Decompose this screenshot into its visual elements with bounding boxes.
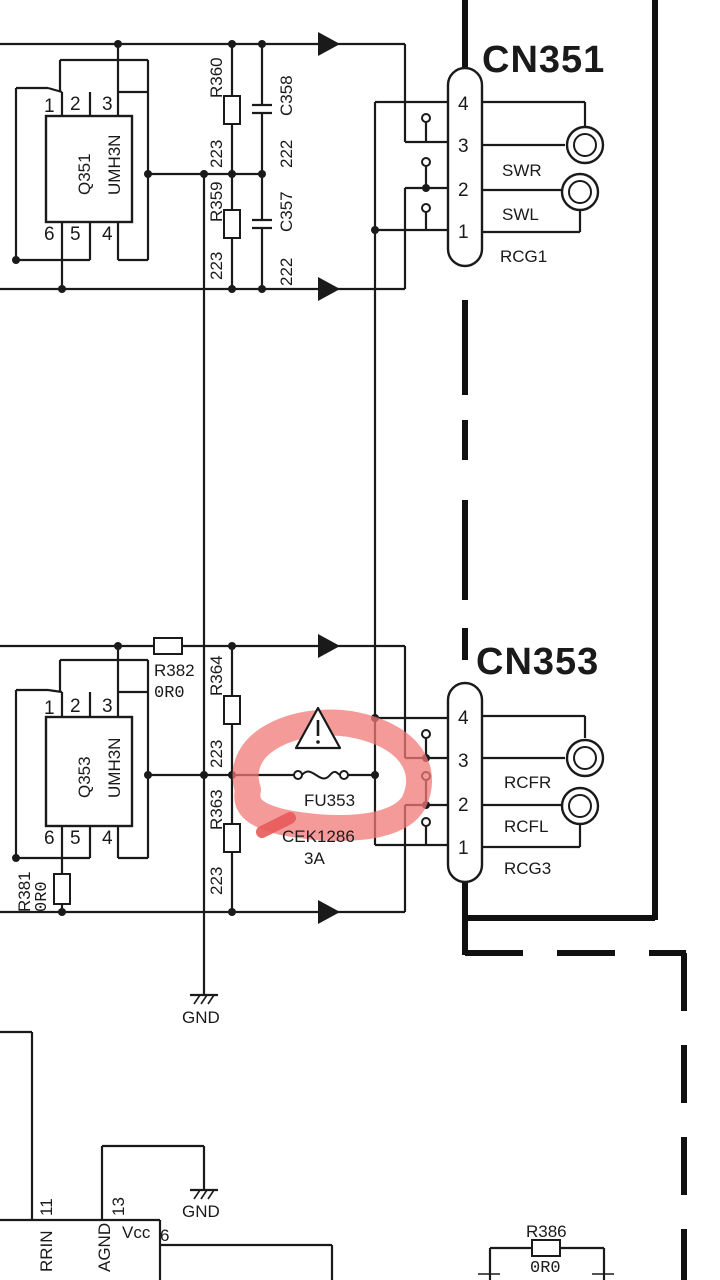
rca-jack-rcfr-icon <box>565 738 605 778</box>
q353-pin4: 4 <box>102 828 113 849</box>
cn353-jack-bottom-label: RCFL <box>504 817 548 836</box>
r381-value: 0R0 <box>33 881 52 912</box>
resistor-r360: R360 223 <box>207 57 241 168</box>
cn353-ref: CN353 <box>476 641 599 683</box>
c357-value: 222 <box>277 258 296 286</box>
cn353-pin4: 4 <box>458 708 469 729</box>
fuse-ref: FU353 <box>304 791 355 810</box>
ic-pin11-number: 11 <box>37 1198 56 1216</box>
r359-ref: R359 <box>207 181 226 222</box>
cn351-ref: CN351 <box>482 39 605 81</box>
resistor-r381: R381 0R0 <box>15 871 71 912</box>
q353-ref: Q353 <box>75 756 94 798</box>
ic-pin13-number: 13 <box>109 1197 128 1216</box>
r360-value: 223 <box>207 140 226 168</box>
c358-value: 222 <box>277 140 296 168</box>
resistor-r364: R364 223 <box>207 655 241 768</box>
q351-pin2: 2 <box>70 94 81 115</box>
gnd-label-main: GND <box>182 1008 220 1027</box>
r386-value: 0R0 <box>530 1259 561 1278</box>
ic-pin13-name: AGND <box>95 1223 114 1272</box>
q351-ref: Q351 <box>75 153 94 195</box>
cn351-pin2: 2 <box>458 180 469 201</box>
r364-ref: R364 <box>207 655 226 696</box>
warning-triangle-icon <box>294 706 342 750</box>
q353-pin1: 1 <box>44 698 55 719</box>
capacitor-c357: C357 222 <box>252 191 296 286</box>
cn351-pin1: 1 <box>458 222 469 243</box>
r382-value: 0R0 <box>154 684 185 703</box>
fuse-part: CEK1286 <box>282 827 355 846</box>
r363-value: 223 <box>207 867 226 895</box>
rca-jack-swr-icon <box>565 125 605 165</box>
resistor-r359: R359 223 <box>207 181 241 280</box>
r359-value: 223 <box>207 252 226 280</box>
transistor-q353: 1 2 3 6 5 4 Q353 UMH3N <box>44 688 134 849</box>
highlight-tail <box>256 812 296 838</box>
cn351-part: RCG1 <box>500 247 547 266</box>
q351-pin4: 4 <box>102 224 113 245</box>
gnd-label-ic: GND <box>182 1202 220 1221</box>
q351-pin1: 1 <box>44 96 55 117</box>
ic-section: 11 RRIN 13 AGND Vcc 6 <box>0 1030 334 1280</box>
resistor-r382: R382 0R0 <box>153 637 195 703</box>
q353-pin5: 5 <box>70 828 81 849</box>
transistor-q351: 1 2 3 6 5 4 Q351 UMH3N <box>44 86 134 245</box>
r382-ref: R382 <box>154 661 195 680</box>
resistor-r386: R386 0R0 <box>478 1222 614 1280</box>
connector-cn353: CN353 4 3 2 1 RCFR RCFL RCG3 <box>446 641 605 884</box>
q353-part: UMH3N <box>105 738 124 798</box>
ground-symbol-ic: GND <box>182 1188 220 1221</box>
r381-ref: R381 <box>15 871 34 912</box>
q351-pin5: 5 <box>70 224 81 245</box>
fuse-fu353: FU353 CEK1286 3A <box>232 706 432 868</box>
q353-pin2: 2 <box>70 696 81 717</box>
connector-cn351: CN351 4 3 2 1 SWR SWL RCG1 <box>446 39 605 268</box>
c358-ref: C358 <box>277 75 296 116</box>
r360-ref: R360 <box>207 57 226 98</box>
ground-symbol-main: GND <box>182 993 220 1027</box>
upper-wiring <box>0 32 587 718</box>
ic-pin11-name: RRIN <box>37 1230 56 1272</box>
cn351-pin3: 3 <box>458 136 469 157</box>
capacitor-c358: C358 222 <box>252 75 296 168</box>
q353-pin6: 6 <box>44 828 55 849</box>
cn353-pin1: 1 <box>458 838 469 859</box>
r364-value: 223 <box>207 740 226 768</box>
ic-vcc-pin: 6 <box>160 1226 169 1245</box>
board-outline <box>462 0 687 1280</box>
ic-vcc-name: Vcc <box>122 1223 151 1242</box>
c357-ref: C357 <box>277 191 296 232</box>
cn353-pin2: 2 <box>458 795 469 816</box>
r386-ref: R386 <box>526 1222 567 1241</box>
cn351-jack-top-label: SWR <box>502 161 542 180</box>
cn353-part: RCG3 <box>504 859 551 878</box>
rca-jack-swl-icon <box>560 172 600 212</box>
cn353-pin3: 3 <box>458 751 469 772</box>
cn353-jack-top-label: RCFR <box>504 773 551 792</box>
q353-pin3: 3 <box>102 696 113 717</box>
rca-jack-rcfl-icon <box>560 786 600 826</box>
q351-pin3: 3 <box>102 94 113 115</box>
q351-part: UMH3N <box>105 135 124 195</box>
resistor-r363: R363 223 <box>207 789 241 895</box>
cn351-pin4: 4 <box>458 94 469 115</box>
cn351-jack-bottom-label: SWL <box>502 205 539 224</box>
r363-ref: R363 <box>207 789 226 830</box>
fuse-rating: 3A <box>304 849 325 868</box>
q351-pin6: 6 <box>44 224 55 245</box>
